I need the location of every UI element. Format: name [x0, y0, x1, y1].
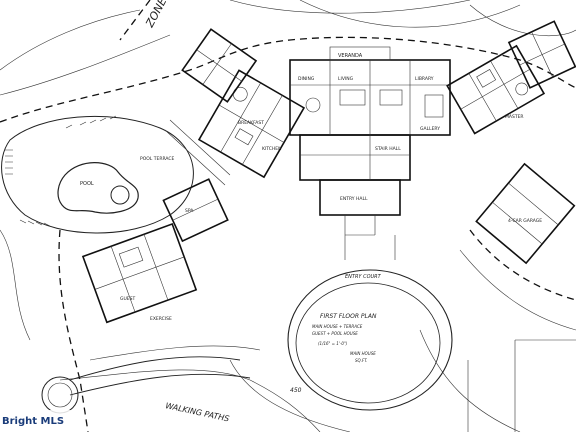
gallery-label: GALLERY: [420, 126, 440, 132]
far-right-wing: [507, 20, 576, 89]
stair-hall-label: STAIR HALL: [375, 146, 401, 152]
note-line-1: MAIN HOUSE + TERRACE: [312, 324, 363, 329]
top-zone-line: [119, 0, 151, 41]
library-label: LIBRARY: [415, 76, 434, 82]
spa-label: SPA: [185, 208, 194, 214]
exercise-label: EXERCISE: [150, 316, 172, 322]
pool-outline: [57, 162, 139, 214]
right-wing: [446, 44, 546, 135]
pool-label: POOL: [80, 181, 94, 187]
main-house: VERANDA LIVING DINING LIBRARY GALLERY ST…: [289, 46, 451, 236]
dining-label: DINING: [298, 76, 315, 82]
guest-house: [81, 223, 198, 324]
note-line-3: (1/16" = 1'-0"): [318, 341, 348, 346]
pool-terrace-label: POOL TERRACE: [140, 156, 175, 162]
living-label: LIVING: [338, 76, 354, 82]
guest-label: GUEST: [120, 296, 135, 302]
breakfast-label: BREAKFAST: [238, 120, 264, 126]
zone-boundary-line: [0, 36, 576, 123]
plan-notes: FIRST FLOOR PLAN MAIN HOUSE + TERRACE GU…: [312, 313, 377, 363]
master-label: MASTER: [505, 114, 524, 120]
pool-house: [162, 178, 229, 243]
veranda-label: VERANDA: [338, 53, 363, 59]
note-line-4: MAIN HOUSE: [350, 351, 376, 356]
note-title: FIRST FLOOR PLAN: [320, 313, 377, 320]
walking-paths: [41, 356, 251, 414]
right-boundary-line: [469, 229, 576, 301]
garage-label: 4-CAR GARAGE: [508, 218, 542, 224]
far-left-wing: [181, 28, 258, 103]
entry-court-label: ENTRY COURT: [345, 274, 382, 280]
left-wing: [197, 69, 306, 179]
kitchen-label: KITCHEN: [262, 146, 282, 152]
note-line-5: SQ.FT.: [355, 358, 368, 363]
elevation-label: 450: [290, 387, 302, 394]
watermark-text: Bright MLS: [2, 415, 65, 427]
watermark: Bright MLS: [0, 410, 72, 432]
walking-paths-label: WALKING PATHS: [165, 401, 231, 423]
left-boundary-line: [58, 229, 89, 432]
garage: [475, 162, 576, 265]
entry-hall-label: ENTRY HALL: [340, 196, 368, 202]
entry-court: [287, 235, 453, 411]
pool-terrace: [1, 115, 194, 234]
note-line-2: GUEST + POOL HOUSE: [312, 331, 358, 336]
